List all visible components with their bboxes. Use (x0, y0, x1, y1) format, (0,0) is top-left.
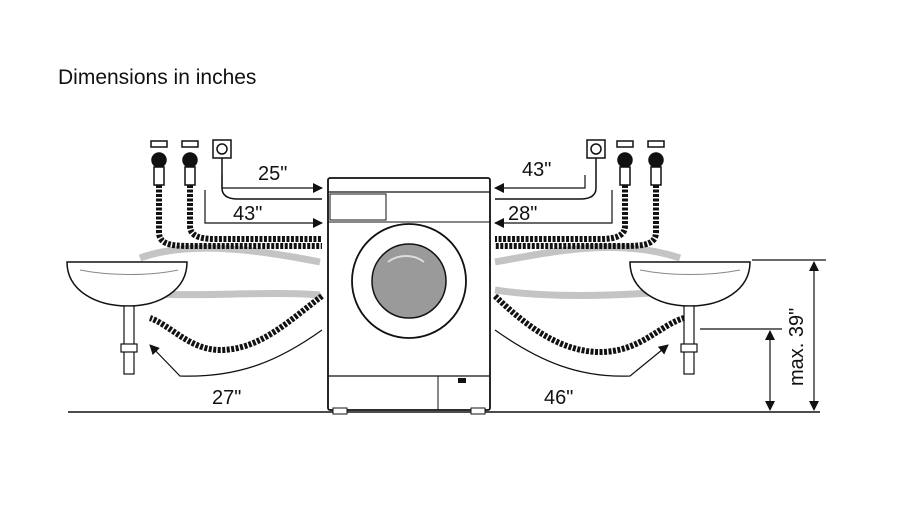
left-drain-hose-length: 27" (212, 387, 241, 409)
right-inlet-hose-length: 28" (508, 203, 537, 225)
washing-machine (327, 177, 491, 415)
door-glass (371, 243, 447, 319)
right-sink (629, 261, 751, 375)
right-drain-hose-length: 46" (544, 387, 573, 409)
left-inlet-hose-length: 43" (233, 203, 262, 225)
left-power-cord-length: 25" (258, 163, 287, 185)
dimension-arrows (149, 175, 826, 411)
hoses (148, 185, 685, 356)
left-taps (150, 139, 232, 186)
diagram-title: Dimensions in inches (58, 66, 257, 89)
right-power-cord-length: 43" (522, 159, 551, 181)
right-taps (586, 139, 665, 186)
left-sink (66, 261, 188, 375)
max-height-label: max. 39" (786, 308, 808, 386)
